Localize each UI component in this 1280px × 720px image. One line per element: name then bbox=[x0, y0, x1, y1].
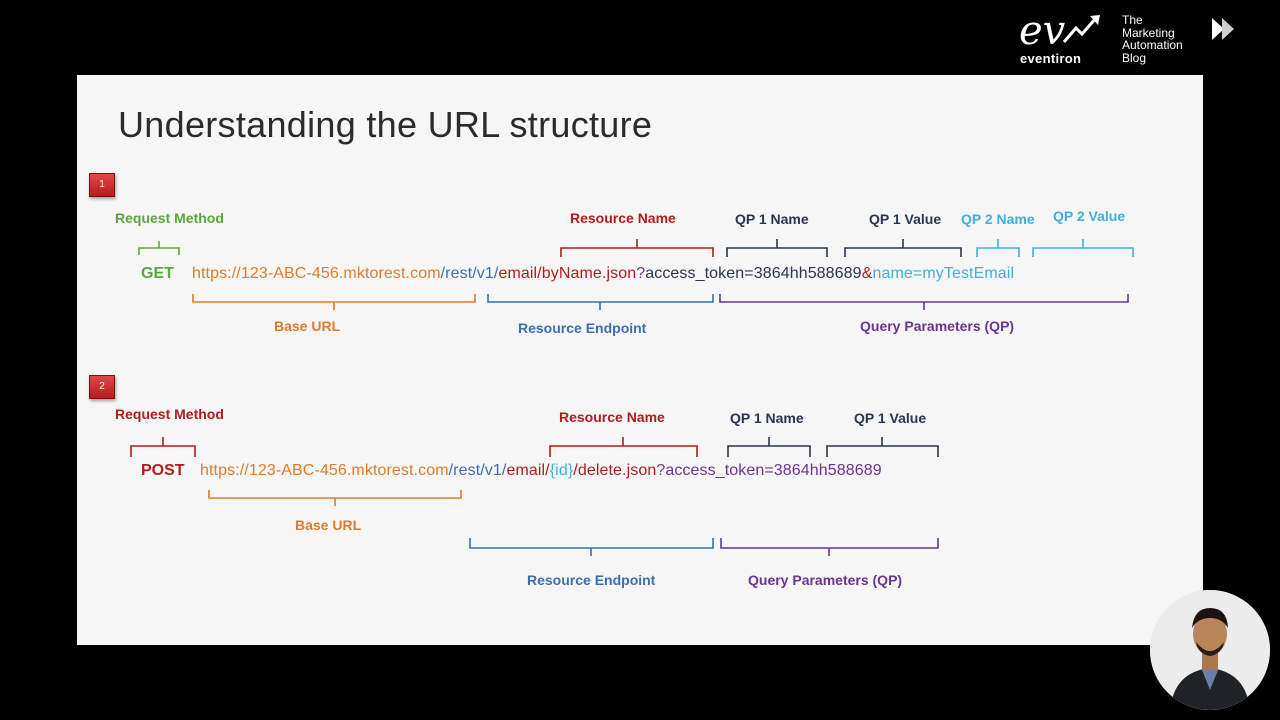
url-path: /rest/v1/ bbox=[440, 265, 499, 282]
step-badge-1: 1 bbox=[89, 173, 115, 197]
label-resource-name: Resource Name bbox=[559, 409, 665, 425]
url-base: https://123-ABC-456.mktorest.com bbox=[200, 462, 449, 479]
bracket-endpoint-1 bbox=[487, 294, 714, 310]
label-qp2-value: QP 2 Value bbox=[1053, 208, 1126, 224]
label-request-method: Request Method bbox=[115, 406, 224, 422]
bracket-endpoint-2 bbox=[469, 538, 714, 556]
bracket-base-url-2 bbox=[208, 490, 462, 506]
http-method-get: GET bbox=[141, 265, 174, 282]
presenter-avatar bbox=[1150, 590, 1270, 710]
request-url-1: https://123-ABC-456.mktorest.com/rest/v1… bbox=[192, 265, 1014, 283]
bracket-request-method-1 bbox=[138, 241, 180, 255]
bracket-resource-name-2 bbox=[549, 437, 698, 457]
tagline-line: The bbox=[1122, 13, 1143, 27]
url-resource: email/ bbox=[506, 462, 550, 479]
label-qp1-value: QP 1 Value bbox=[854, 410, 927, 426]
label-qp1-name: QP 1 Name bbox=[730, 410, 804, 426]
label-request-method: Request Method bbox=[115, 210, 224, 226]
bracket-query-params-2 bbox=[720, 538, 939, 556]
tagline-line: Automation bbox=[1122, 38, 1183, 52]
slide-title: Understanding the URL structure bbox=[118, 104, 653, 145]
url-qp2: name=myTestEmail bbox=[872, 265, 1015, 282]
url-qmark: ? bbox=[636, 265, 646, 282]
bracket-qp2-name-1 bbox=[976, 239, 1020, 257]
bracket-request-method-2 bbox=[130, 437, 196, 457]
url-query: ?access_token=3864hh588689 bbox=[656, 462, 882, 479]
bracket-query-params-1 bbox=[719, 294, 1129, 310]
label-base-url: Base URL bbox=[295, 517, 362, 533]
tagline-line: Marketing bbox=[1122, 25, 1175, 40]
url-qp1: access_token=3864hh588689 bbox=[645, 265, 862, 282]
label-resource-endpoint: Resource Endpoint bbox=[518, 320, 647, 336]
label-qp1-name: QP 1 Name bbox=[735, 211, 809, 227]
presenter-icon bbox=[1150, 590, 1270, 710]
bracket-qp1-name-2 bbox=[727, 437, 811, 457]
logo-script: ev bbox=[1019, 8, 1066, 54]
url-resource: email/byName.json bbox=[498, 265, 637, 282]
bracket-qp2-value-1 bbox=[1032, 239, 1134, 257]
request-url-2: https://123-ABC-456.mktorest.com/rest/v1… bbox=[200, 462, 882, 480]
url-id-param: {id} bbox=[549, 462, 574, 479]
bracket-qp1-value-1 bbox=[844, 239, 962, 257]
url-resource: /delete.json bbox=[573, 462, 657, 479]
url-base: https://123-ABC-456.mktorest.com bbox=[192, 265, 441, 282]
bracket-base-url-1 bbox=[192, 294, 476, 310]
label-qp2-name: QP 2 Name bbox=[961, 211, 1035, 227]
url-path: /rest/v1/ bbox=[448, 462, 507, 479]
slide-canvas bbox=[77, 75, 1203, 645]
bracket-qp1-name-1 bbox=[726, 239, 828, 257]
play-forward-icon bbox=[1212, 18, 1234, 40]
tagline-line: Blog bbox=[1122, 50, 1147, 65]
bracket-resource-name-1 bbox=[560, 239, 714, 257]
label-resource-endpoint: Resource Endpoint bbox=[527, 572, 656, 588]
label-query-parameters: Query Parameters (QP) bbox=[860, 318, 1015, 334]
label-resource-name: Resource Name bbox=[570, 210, 676, 226]
url-amp: & bbox=[861, 265, 873, 282]
label-qp1-value: QP 1 Value bbox=[869, 211, 942, 227]
bracket-qp1-value-2 bbox=[826, 437, 939, 457]
blog-tagline: The Marketing Automation Blog bbox=[1122, 14, 1212, 64]
label-query-parameters: Query Parameters (QP) bbox=[748, 572, 903, 588]
growth-arrow-icon bbox=[1062, 15, 1100, 43]
logo-wordmark: eventiron bbox=[1020, 51, 1082, 66]
label-base-url: Base URL bbox=[274, 318, 341, 334]
step-badge-2: 2 bbox=[89, 375, 115, 399]
http-method-post: POST bbox=[141, 462, 185, 479]
